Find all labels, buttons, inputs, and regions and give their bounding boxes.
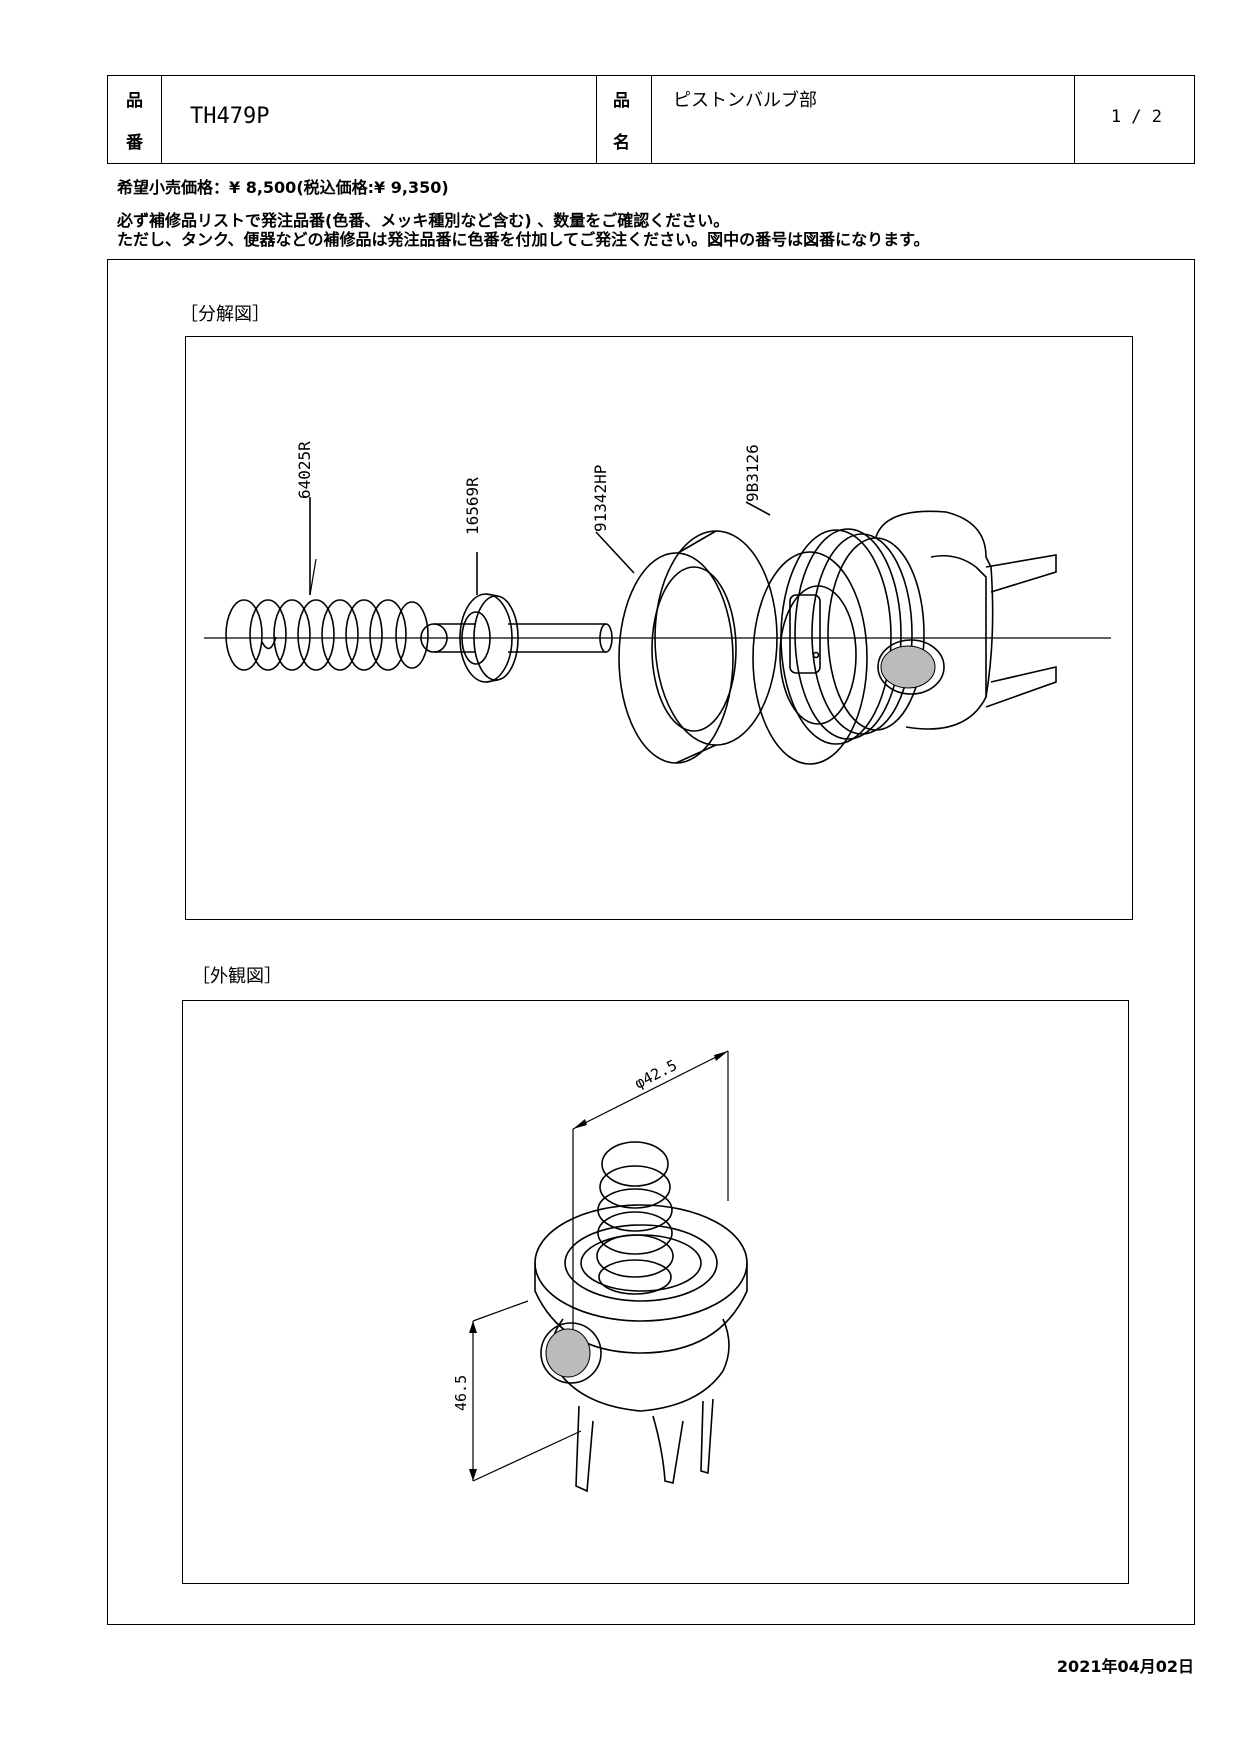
height-dimension: 46.5 — [452, 1375, 470, 1411]
page-number: 1 / 2 — [1110, 107, 1162, 127]
hinban-label-1: 品 — [126, 91, 143, 111]
part-label-9b3126: 9B3126 — [743, 444, 762, 502]
appearance-view-title: ［外観図］ — [192, 966, 282, 987]
exploded-view-title: ［分解図］ — [180, 304, 270, 325]
product-number: TH479P — [190, 104, 270, 129]
drawing-frame: ［分解図］ — [107, 259, 1195, 1625]
header-divider — [161, 76, 162, 163]
part-label-16569r: 16569R — [463, 477, 482, 535]
hinmei-label-2: 名 — [613, 133, 630, 153]
exploded-view-panel: 64025R 16569R 91342HP 9B3126 — [185, 336, 1133, 920]
ring-part — [618, 530, 778, 764]
appearance-view-panel: φ42.5 — [182, 1000, 1129, 1584]
header-divider — [651, 76, 652, 163]
appearance-view-drawing: φ42.5 — [452, 1050, 748, 1493]
part-label-64025r: 64025R — [295, 441, 314, 499]
valve-assembled — [534, 1204, 748, 1493]
header-divider — [596, 76, 597, 163]
exploded-view-drawing: 64025R 16569R 91342HP 9B3126 — [204, 441, 1111, 765]
hinmei-label-1: 品 — [613, 91, 630, 111]
document-date: 2021年04月02日 — [1056, 1657, 1194, 1676]
header-divider — [1074, 76, 1075, 163]
notes: 必ず補修品リストで発注品番(色番、メッキ種別など含む) 、数量をご確認ください。… — [117, 211, 929, 249]
spring-part — [225, 599, 429, 671]
price-line: 希望小売価格：¥ 8,500(税込価格:¥ 9,350) — [117, 178, 449, 197]
spring-assembled — [596, 1141, 674, 1295]
hinban-label-2: 番 — [126, 133, 143, 153]
piston-part — [420, 593, 613, 683]
product-name: ピストンバルブ部 — [673, 90, 817, 111]
note-line: ただし、タンク、便器などの補修品は発注品番に色番を付加してご発注ください。図中の… — [117, 230, 930, 249]
part-label-91342hp: 91342HP — [591, 465, 610, 532]
header-table: 品 番 TH479P 品 名 ピストンバルブ部 1 / 2 — [107, 75, 1195, 164]
valve-body-part — [752, 510, 1057, 765]
note-line: 必ず補修品リストで発注品番(色番、メッキ種別など含む) 、数量をご確認ください。 — [117, 211, 730, 230]
